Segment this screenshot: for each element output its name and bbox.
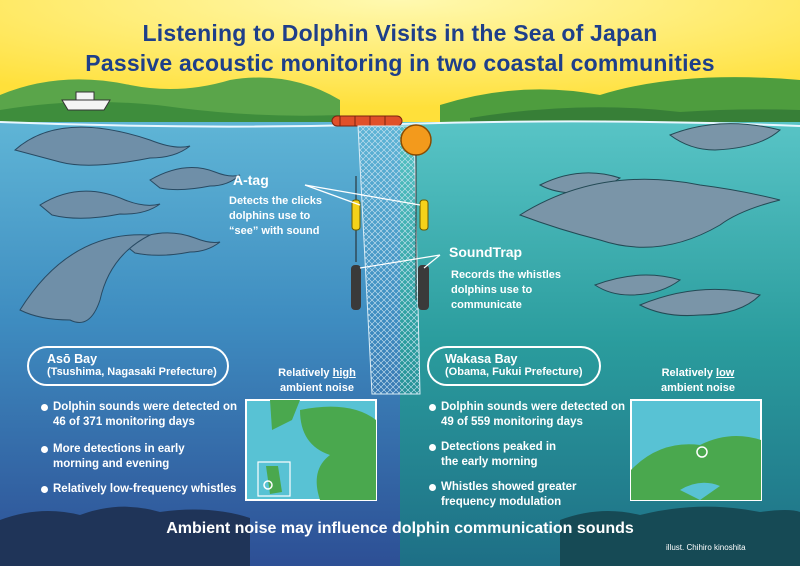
instrument-atag-right xyxy=(418,199,429,310)
site-name-aso: Asō Bay xyxy=(47,352,98,366)
seafloor-left xyxy=(0,506,250,566)
map-aso xyxy=(245,399,377,501)
title-line-1: Listening to Dolphin Visits in the Sea o… xyxy=(142,20,658,46)
conclusion: Ambient noise may influence dolphin comm… xyxy=(166,520,634,537)
floats xyxy=(331,115,403,127)
site-location-wakasa: (Obama, Fukui Prefecture) xyxy=(445,366,583,378)
site-badge-aso: Asō Bay (Tsushima, Nagasaki Prefecture) xyxy=(27,346,229,386)
seafloor-right xyxy=(560,506,800,566)
soundtrap-name: SoundTrap xyxy=(449,244,523,260)
fishing-net xyxy=(357,125,421,395)
noise-label-wakasa: Relatively low ambient noise xyxy=(661,367,735,394)
aso-bullet-3: Relatively low-frequency whistles xyxy=(41,482,236,497)
noise-label-aso: Relatively high ambient noise xyxy=(278,367,356,394)
atag-name: A-tag xyxy=(233,172,269,188)
dolphins-right xyxy=(518,123,782,316)
site-location-aso: (Tsushima, Nagasaki Prefecture) xyxy=(47,366,217,378)
atag-desc: Detects the clicks dolphins use to “see”… xyxy=(229,195,322,237)
boat xyxy=(61,91,111,111)
dolphins-left xyxy=(13,126,241,323)
site-badge-wakasa: Wakasa Bay (Obama, Fukui Prefecture) xyxy=(427,346,601,386)
illustration-credit: illust. Chihiro kinoshita xyxy=(666,543,746,552)
soundtrap-desc: Records the whistles dolphins use to com… xyxy=(451,269,562,311)
instrument-atag-left xyxy=(351,176,361,310)
site-name-wakasa: Wakasa Bay xyxy=(445,352,518,366)
title-line-2: Passive acoustic monitoring in two coast… xyxy=(85,50,715,76)
buoy xyxy=(400,124,432,156)
map-wakasa xyxy=(630,399,762,501)
